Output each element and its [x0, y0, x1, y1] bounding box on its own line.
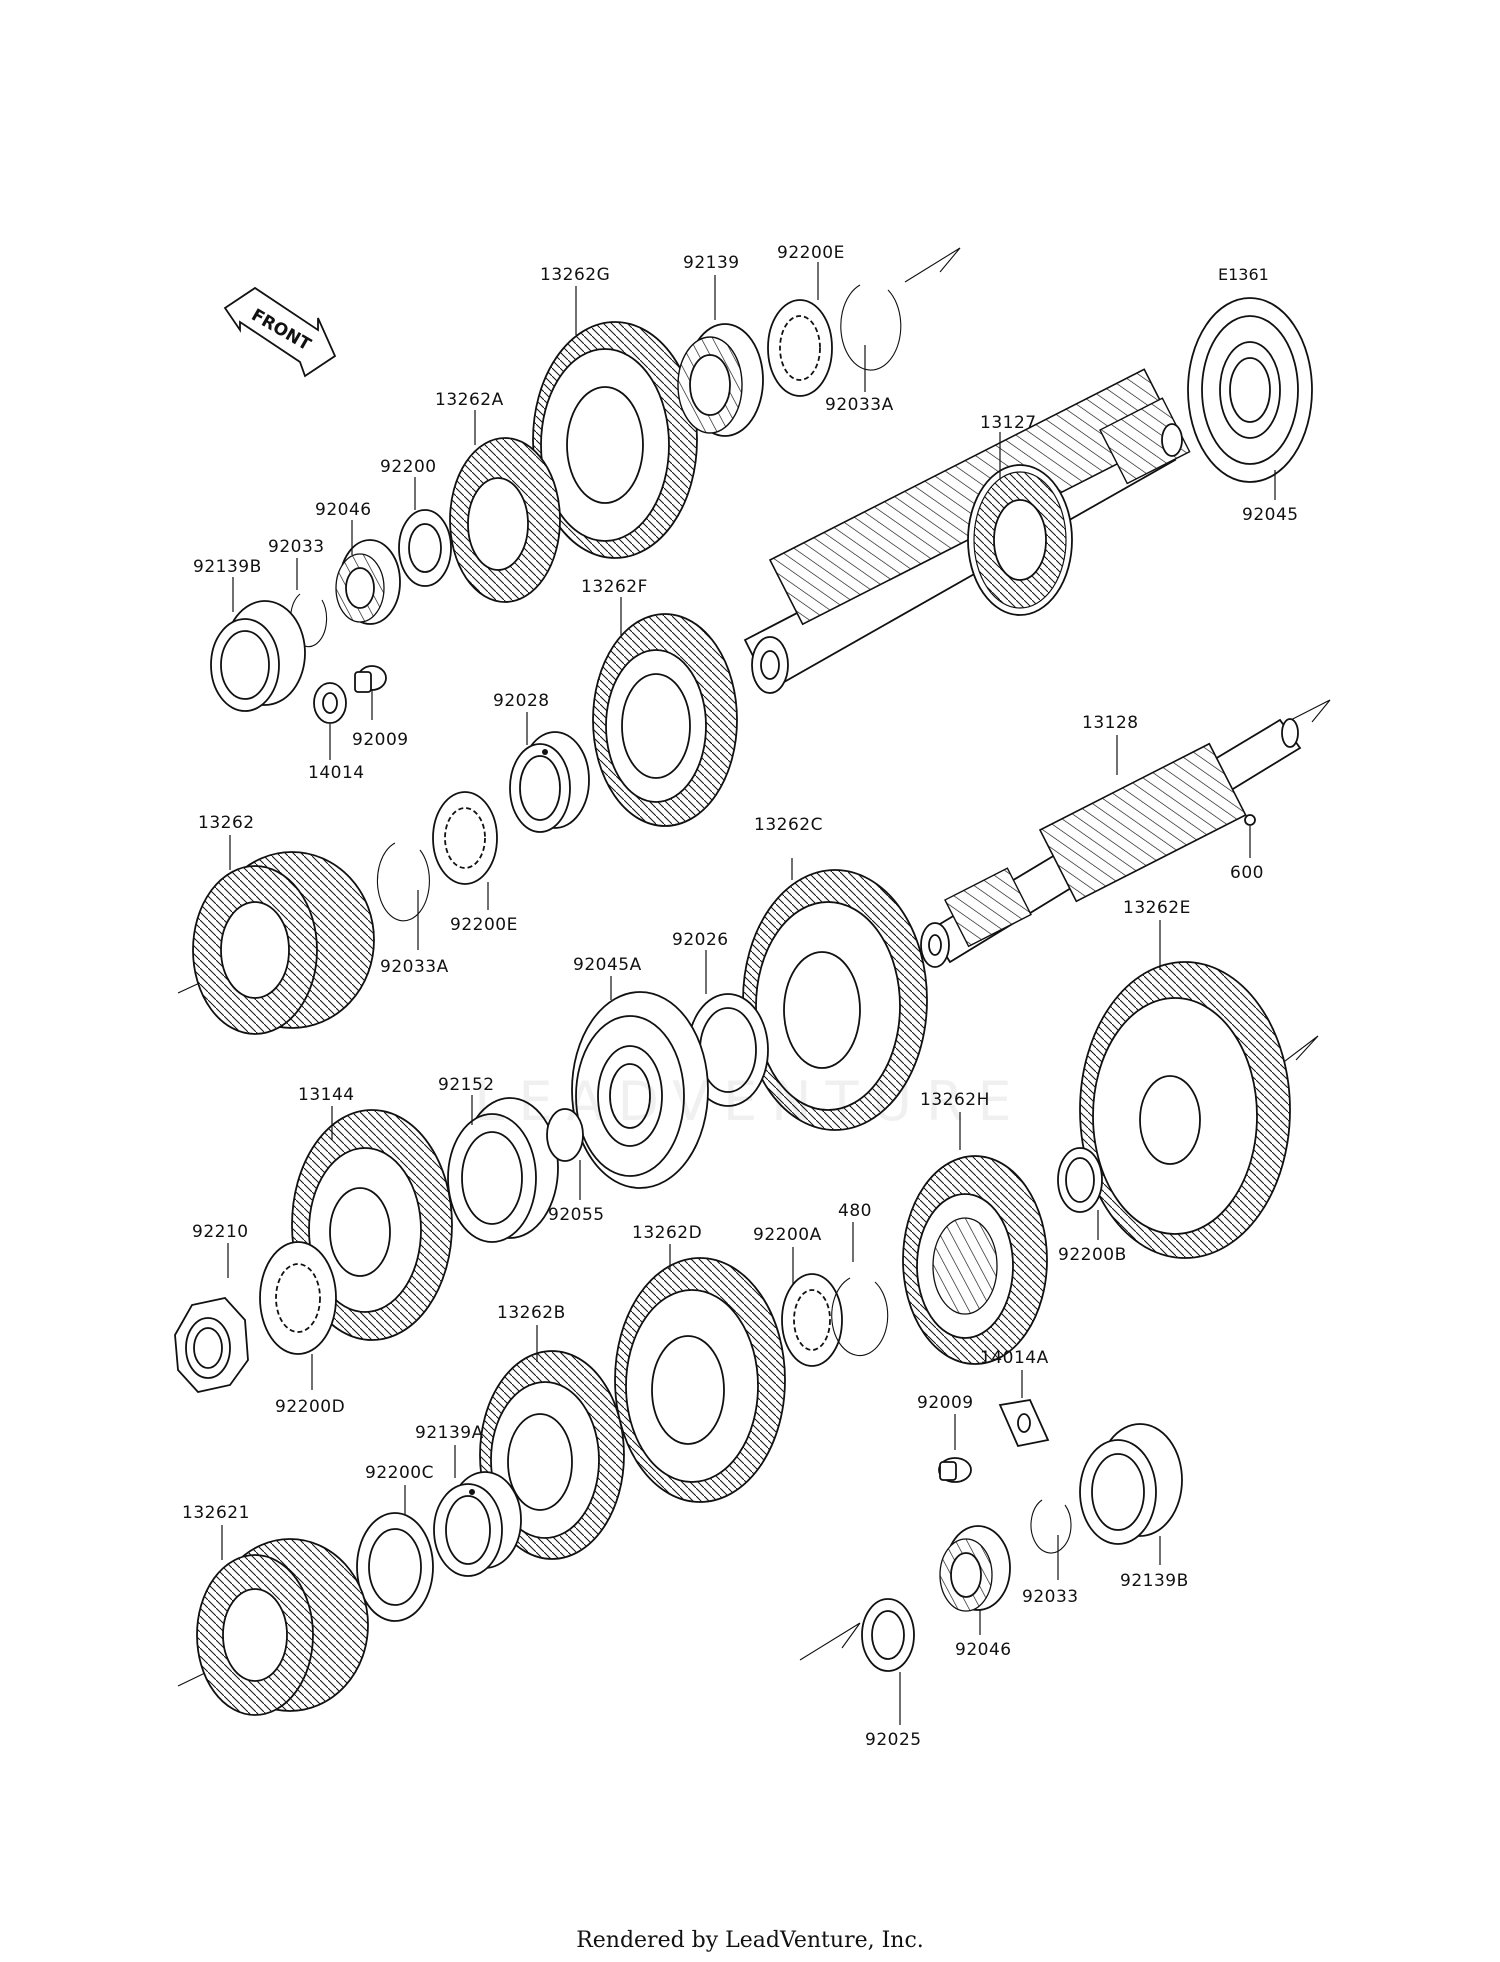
- circlip-92033-bottom: [1030, 1499, 1072, 1554]
- washer-92200E-top: [767, 299, 833, 397]
- bolt-92009-bottom: [938, 1457, 972, 1483]
- label-14014A: 14014A: [980, 1348, 1049, 1368]
- label-92139B-bottom: 92139B: [1120, 1571, 1189, 1591]
- washer-92025: [861, 1598, 915, 1672]
- needle-bearing-92046-bottom: [939, 1525, 1011, 1612]
- label-92025: 92025: [865, 1730, 922, 1750]
- label-92200A: 92200A: [753, 1225, 822, 1245]
- label-14014: 14014: [308, 763, 365, 783]
- bush-92139B-bottom: [1079, 1423, 1183, 1545]
- nut-92210: [174, 1297, 249, 1393]
- label-13127: 13127: [980, 413, 1037, 433]
- washer-92200D: [259, 1241, 337, 1355]
- label-13262: 13262: [198, 813, 255, 833]
- bearing-92045: [1187, 297, 1313, 483]
- label-92152: 92152: [438, 1075, 495, 1095]
- label-13262A: 13262A: [435, 390, 504, 410]
- label-92033A-mid: 92033A: [380, 957, 449, 977]
- gear-13262G: [532, 321, 698, 559]
- label-92026: 92026: [672, 930, 729, 950]
- label-92045A: 92045A: [573, 955, 642, 975]
- part-labels: E1361 13262G 92139 92200E 92033A 13262A …: [182, 243, 1299, 1750]
- label-92139: 92139: [683, 253, 740, 273]
- label-92200E-mid: 92200E: [450, 915, 518, 935]
- label-92028: 92028: [493, 691, 550, 711]
- label-480: 480: [838, 1201, 872, 1221]
- gear-13262F: [592, 613, 738, 827]
- label-92139A: 92139A: [415, 1423, 484, 1443]
- label-92200B: 92200B: [1058, 1245, 1127, 1265]
- bush-92139A: [433, 1471, 522, 1577]
- label-13262B: 13262B: [497, 1303, 566, 1323]
- washer-14014: [313, 682, 347, 724]
- bush-92139B-top: [210, 600, 306, 712]
- label-13262E: 13262E: [1123, 898, 1191, 918]
- label-92033-top: 92033: [268, 537, 325, 557]
- label-13128: 13128: [1082, 713, 1139, 733]
- gear-13262D: [614, 1257, 786, 1503]
- label-13262G: 13262G: [540, 265, 610, 285]
- label-92210: 92210: [192, 1222, 249, 1242]
- gear-132621: [196, 1538, 369, 1716]
- gear-13262A: [449, 437, 561, 603]
- bolt-92009-top: [354, 665, 387, 693]
- washer-92200C: [356, 1512, 434, 1622]
- label-92200C: 92200C: [365, 1463, 434, 1483]
- label-13262F: 13262F: [581, 577, 648, 597]
- label-92200E-top: 92200E: [777, 243, 845, 263]
- circlip-92033A-mid: [376, 842, 430, 922]
- label-132621: 132621: [182, 1503, 250, 1523]
- leader-lines: [221, 262, 1276, 1725]
- label-92055: 92055: [548, 1205, 605, 1225]
- footer-credit: Rendered by LeadVenture, Inc.: [576, 1928, 924, 1953]
- bush-92028: [509, 731, 590, 833]
- label-13262D: 13262D: [632, 1223, 702, 1243]
- label-92046-top: 92046: [315, 500, 372, 520]
- label-92009-bottom: 92009: [917, 1393, 974, 1413]
- label-92200D: 92200D: [275, 1397, 345, 1417]
- label-92045: 92045: [1242, 505, 1299, 525]
- label-92139B-top: 92139B: [193, 557, 262, 577]
- gear-13262H: [902, 1155, 1048, 1365]
- label-92009-top: 92009: [352, 730, 409, 750]
- label-92200: 92200: [380, 457, 437, 477]
- label-92046-bottom: 92046: [955, 1640, 1012, 1660]
- drive-shaft-13128: [920, 718, 1302, 968]
- washer-92200: [398, 509, 452, 587]
- ball-600: [1244, 814, 1256, 826]
- front-arrow-icon: FRONT: [223, 286, 337, 378]
- washer-92200A: [781, 1273, 843, 1367]
- main-shaft-13127: [743, 368, 1191, 694]
- gear-13262C: [742, 869, 928, 1131]
- washer-92200E-mid: [432, 791, 498, 885]
- figure-ref: E1361: [1218, 265, 1269, 284]
- needle-bearing-92139: [677, 323, 764, 437]
- label-13262H: 13262H: [920, 1090, 990, 1110]
- label-92033-bottom: 92033: [1022, 1587, 1079, 1607]
- gear-13262: [192, 851, 375, 1035]
- label-600: 600: [1230, 863, 1264, 883]
- label-92033A-top: 92033A: [825, 395, 894, 415]
- washer-14014A: [998, 1398, 1050, 1448]
- o-ring-92055: [546, 1108, 584, 1162]
- label-13144: 13144: [298, 1085, 355, 1105]
- circlip-480: [831, 1277, 889, 1357]
- sprocket-13144: [291, 1109, 453, 1341]
- washer-92200B: [1057, 1147, 1103, 1213]
- gear-13262E: [1079, 961, 1291, 1259]
- label-13262C: 13262C: [754, 815, 823, 835]
- bearing-92045A: [571, 991, 709, 1189]
- needle-bearing-92046-top: [335, 539, 401, 625]
- circlip-92033A-top: [840, 284, 902, 371]
- collar-92152: [447, 1097, 559, 1243]
